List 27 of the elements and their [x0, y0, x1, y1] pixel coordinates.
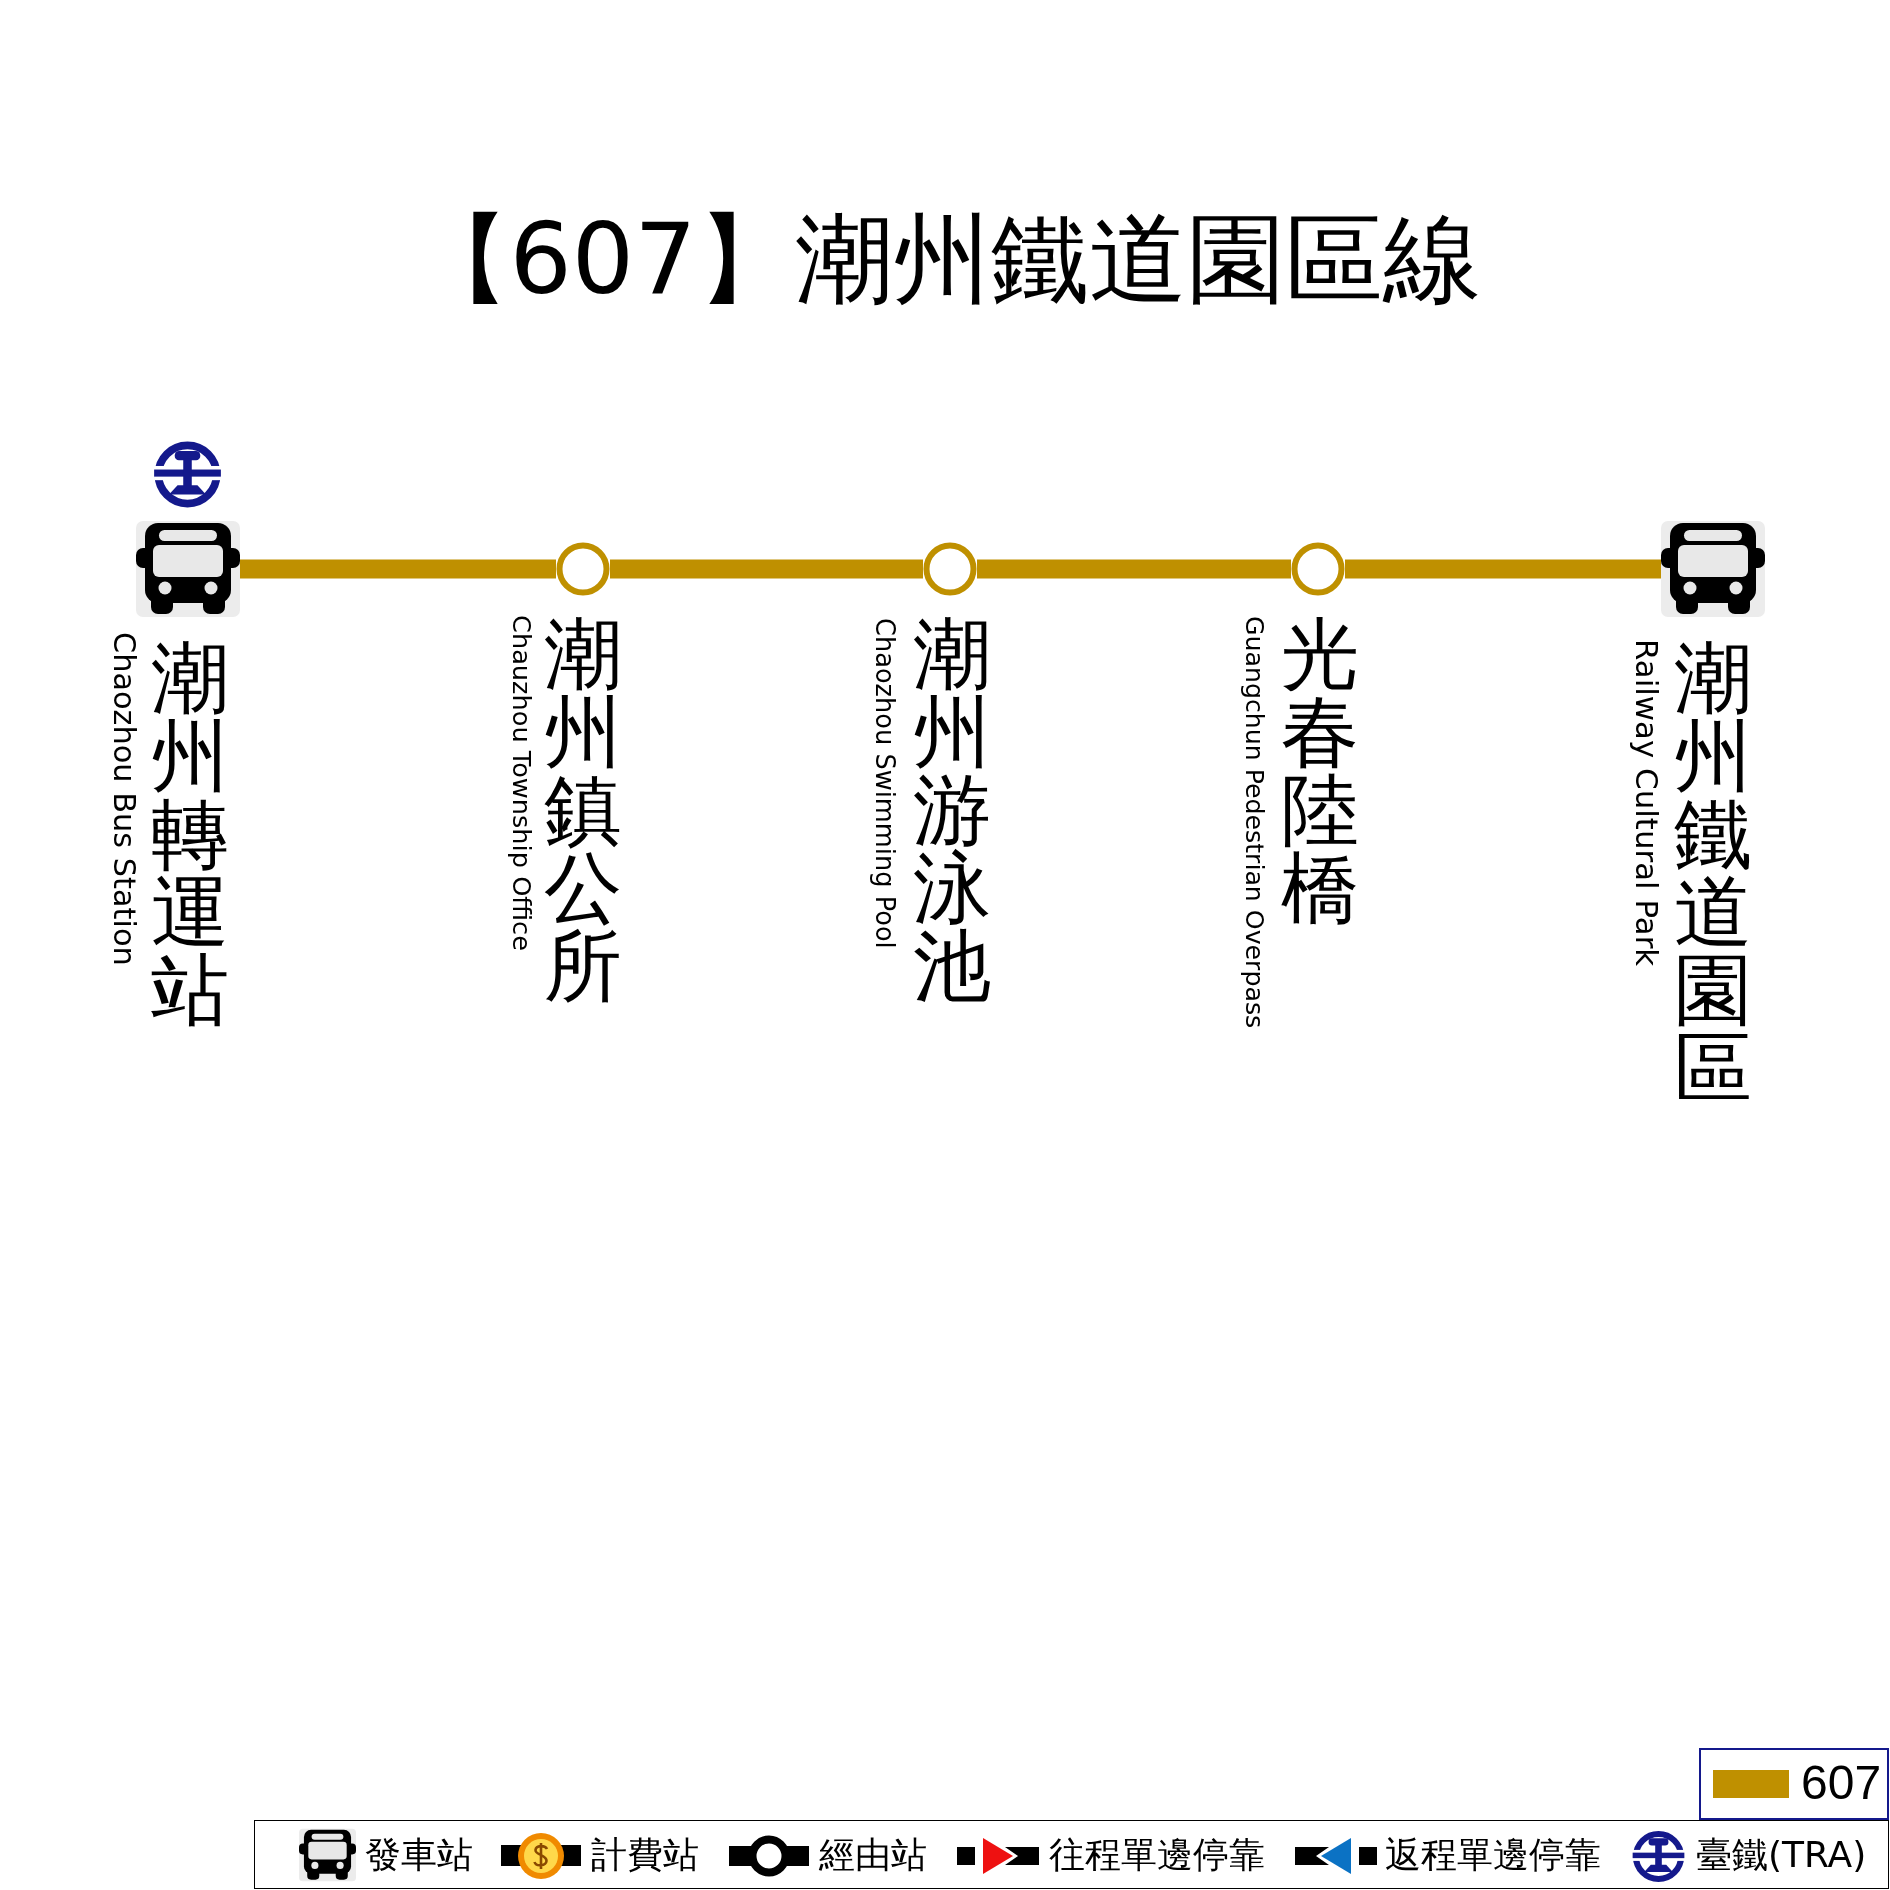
legend-text: 臺鐵(TRA) [1696, 1837, 1867, 1873]
stop-circle [923, 542, 977, 596]
legend-text: 經由站 [819, 1837, 927, 1873]
station-name: 潮州游泳池 [913, 615, 991, 1005]
station-name: 光春陸橋 [1281, 615, 1359, 927]
route-line [240, 559, 556, 579]
station-name-english: Railway Cultural Park [1628, 639, 1664, 967]
route-line [977, 559, 1291, 579]
station-name-english: Chaozhou Swimming Pool [869, 618, 899, 949]
route-line [610, 559, 923, 579]
station-name: 潮州轉運站 [151, 639, 229, 1029]
legend-text: 計費站 [591, 1837, 699, 1873]
legend-text: 發車站 [365, 1837, 473, 1873]
bus-icon [136, 521, 240, 617]
station-name: 潮州鐵道園區 [1674, 639, 1752, 1107]
legend-text: 往程單邊停靠 [1049, 1837, 1265, 1873]
route-line [1345, 559, 1661, 579]
station-name: 潮州鎮公所 [544, 615, 622, 1005]
bus-icon [1661, 521, 1765, 617]
station-name-english: Chauzhou Township Office [506, 615, 536, 951]
stop-circle [556, 542, 610, 596]
station-name-english: Guangchun Pedestrian Overpass [1239, 616, 1269, 1029]
legend-text: 607 [1801, 1759, 1882, 1807]
station-name-english: Chaozhou Bus Station [106, 632, 142, 966]
title: 【607】潮州鐵道園區線 [411, 206, 1481, 314]
legend-text: 返程單邊停靠 [1385, 1837, 1601, 1873]
stop-circle [1291, 542, 1345, 596]
